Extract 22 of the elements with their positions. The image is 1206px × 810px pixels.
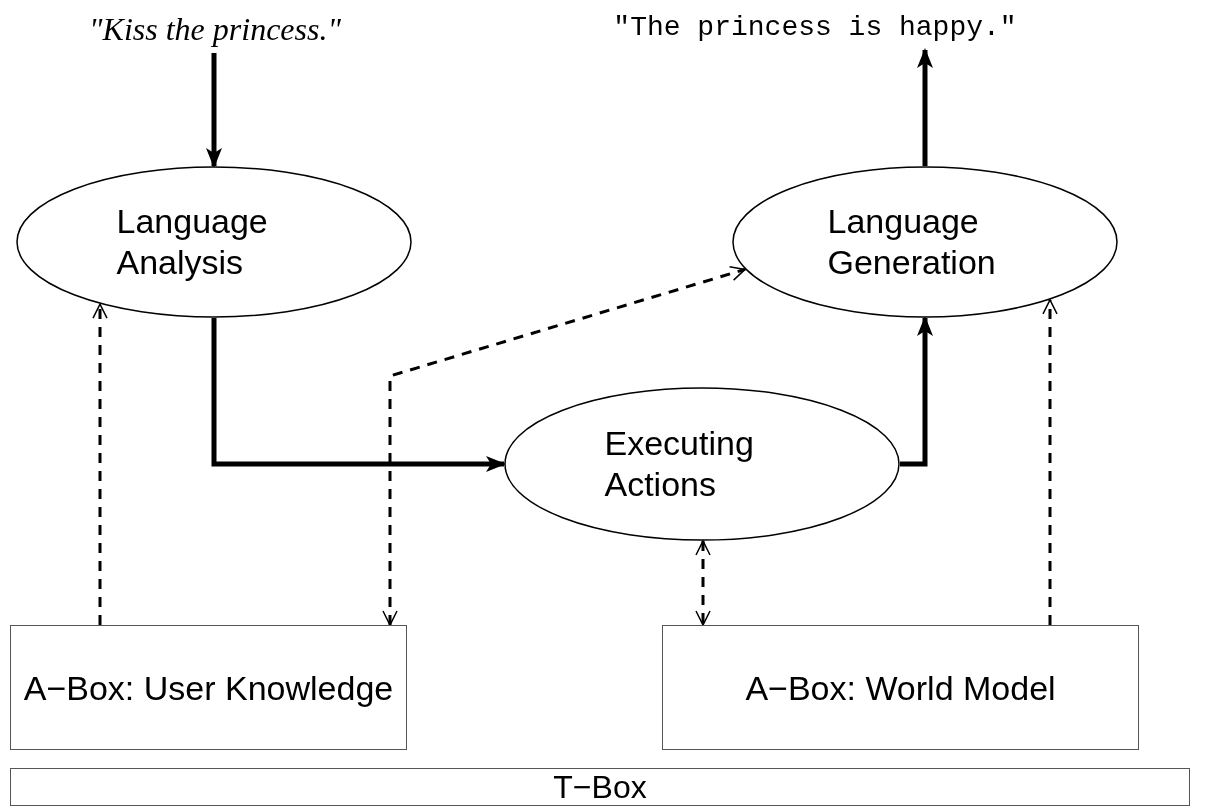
arrow xyxy=(917,48,933,166)
knowledge-box xyxy=(10,625,407,750)
box-label: T−Box xyxy=(553,771,647,803)
process-ellipse xyxy=(504,387,900,541)
process-ellipse xyxy=(16,166,412,318)
knowledge-box xyxy=(662,625,1139,750)
input-utterance: "Kiss the princess." xyxy=(89,13,341,45)
process-label: Language Analysis xyxy=(116,201,269,283)
process-label: Executing Actions xyxy=(604,423,755,505)
arrow xyxy=(206,53,222,168)
arrow xyxy=(1042,299,1058,625)
arrow xyxy=(92,303,108,625)
output-utterance: "The princess is happy." xyxy=(613,13,1017,42)
process-ellipse xyxy=(732,166,1118,318)
box-label: A−Box: World Model xyxy=(745,670,1056,705)
arrow xyxy=(695,540,711,626)
knowledge-box xyxy=(10,768,1190,806)
process-label: Language Generation xyxy=(827,201,997,283)
arrow xyxy=(900,316,933,467)
arrow xyxy=(382,266,746,626)
arrow xyxy=(211,318,506,472)
box-label: A−Box: User Knowledge xyxy=(23,670,394,705)
